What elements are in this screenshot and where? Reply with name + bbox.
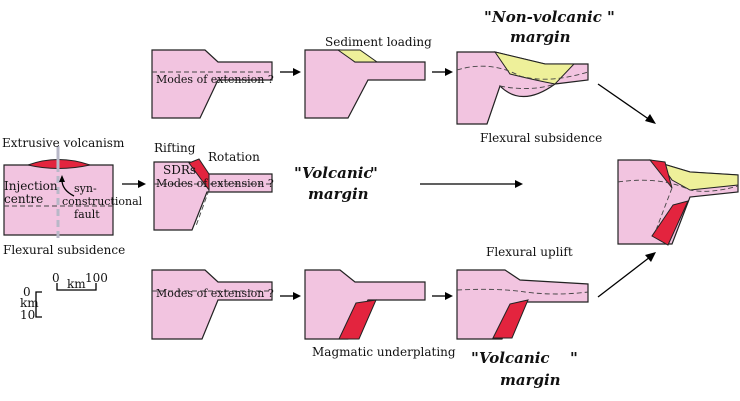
bot-margin-q2: " [570,349,578,367]
syn-fault-pointer-head [59,175,65,182]
top-row: Modes of extension ? Sediment loading " … [151,8,615,145]
injection-centre-panel: Extrusive volcanism Injection centre syn… [2,136,143,322]
rotation-label: Rotation [208,150,260,164]
extrusive-volcanism-label: Extrusive volcanism [2,136,125,150]
final-underplate [651,200,689,246]
top-block-1 [151,49,273,119]
horizontal-scale-line [56,283,97,291]
top-sediment-basin [493,51,576,85]
top-margin-q1: " [484,8,492,26]
mid-margin-q2: " [370,164,378,182]
final-margin-panel [617,159,739,246]
bottom-block-1 [151,269,273,340]
final-sdr [648,159,673,189]
scale-v-ten: 10 [20,308,35,322]
top-flexural-subsidence-label: Flexural subsidence [480,131,602,145]
mid-margin-sub: margin [308,185,369,203]
injection-label-1: Injection [4,179,58,193]
magmatic-underplating-label: Magmatic underplating [312,345,456,359]
bottom-arrow-1 [280,292,301,300]
mid-margin-word: Volcanic [302,164,373,182]
syn-label-2: constructional [62,195,143,208]
final-moho [617,179,739,192]
bottom-modes-label: Modes of extension ? [156,287,274,300]
flexural-uplift-label: Flexural uplift [486,245,573,259]
sediment-loading-label: Sediment loading [325,35,432,49]
sdrs-label: SDRs [163,163,196,177]
left-flexural-subsidence-label: Flexural subsidence [3,243,125,257]
syn-label-3: fault [74,208,100,221]
bot-margin-q1: " [471,349,479,367]
middle-row: Rifting Rotation SDRs Modes of extension… [153,141,523,231]
arrow-top-to-final [597,83,656,124]
final-sediment [658,162,739,191]
mid-margin-q1: " [294,164,302,182]
rifting-label: Rifting [154,141,196,155]
bottom-moho-3 [456,288,589,295]
top-margin-word: Non-volcanic [491,8,602,26]
mid-sdr-wedge [188,158,210,192]
scale-h-unit: km [67,277,86,291]
top-sediment-wedge [336,49,379,63]
top-moho-3b [499,83,556,89]
scale-h-hundred: 100 [85,271,108,285]
top-margin-sub: margin [510,28,571,46]
arrow-bottom-to-final [597,252,656,298]
bottom-underplate-3 [492,299,529,339]
injection-label-2: centre [4,192,43,206]
top-margin-q2: " [607,8,615,26]
bottom-block-3 [456,269,589,340]
bot-margin-sub: margin [500,371,561,389]
scale-bar: 0 km 100 0 km 10 [20,271,108,322]
top-modes-label: Modes of extension ? [156,73,274,86]
bot-margin-word: Volcanic [479,349,550,367]
top-arrow-1 [280,68,301,76]
vertical-scale-line [35,291,42,318]
scale-v-zero: 0 [23,285,31,299]
arrow-left-to-middle [122,180,146,188]
mid-long-arrow [420,180,523,188]
scale-h-zero: 0 [52,271,60,285]
bottom-row: Modes of extension ? Magmatic underplati… [151,245,589,389]
scale-v-unit: km [20,296,39,310]
syn-label-1: syn- [74,182,97,195]
mid-fault-dash [195,189,210,227]
top-arrow-2 [432,68,453,76]
mid-modes-label: Modes of extension ? [156,177,274,190]
bottom-underplate [338,299,377,340]
bottom-arrow-2 [432,292,453,300]
top-moho-3 [456,65,589,80]
